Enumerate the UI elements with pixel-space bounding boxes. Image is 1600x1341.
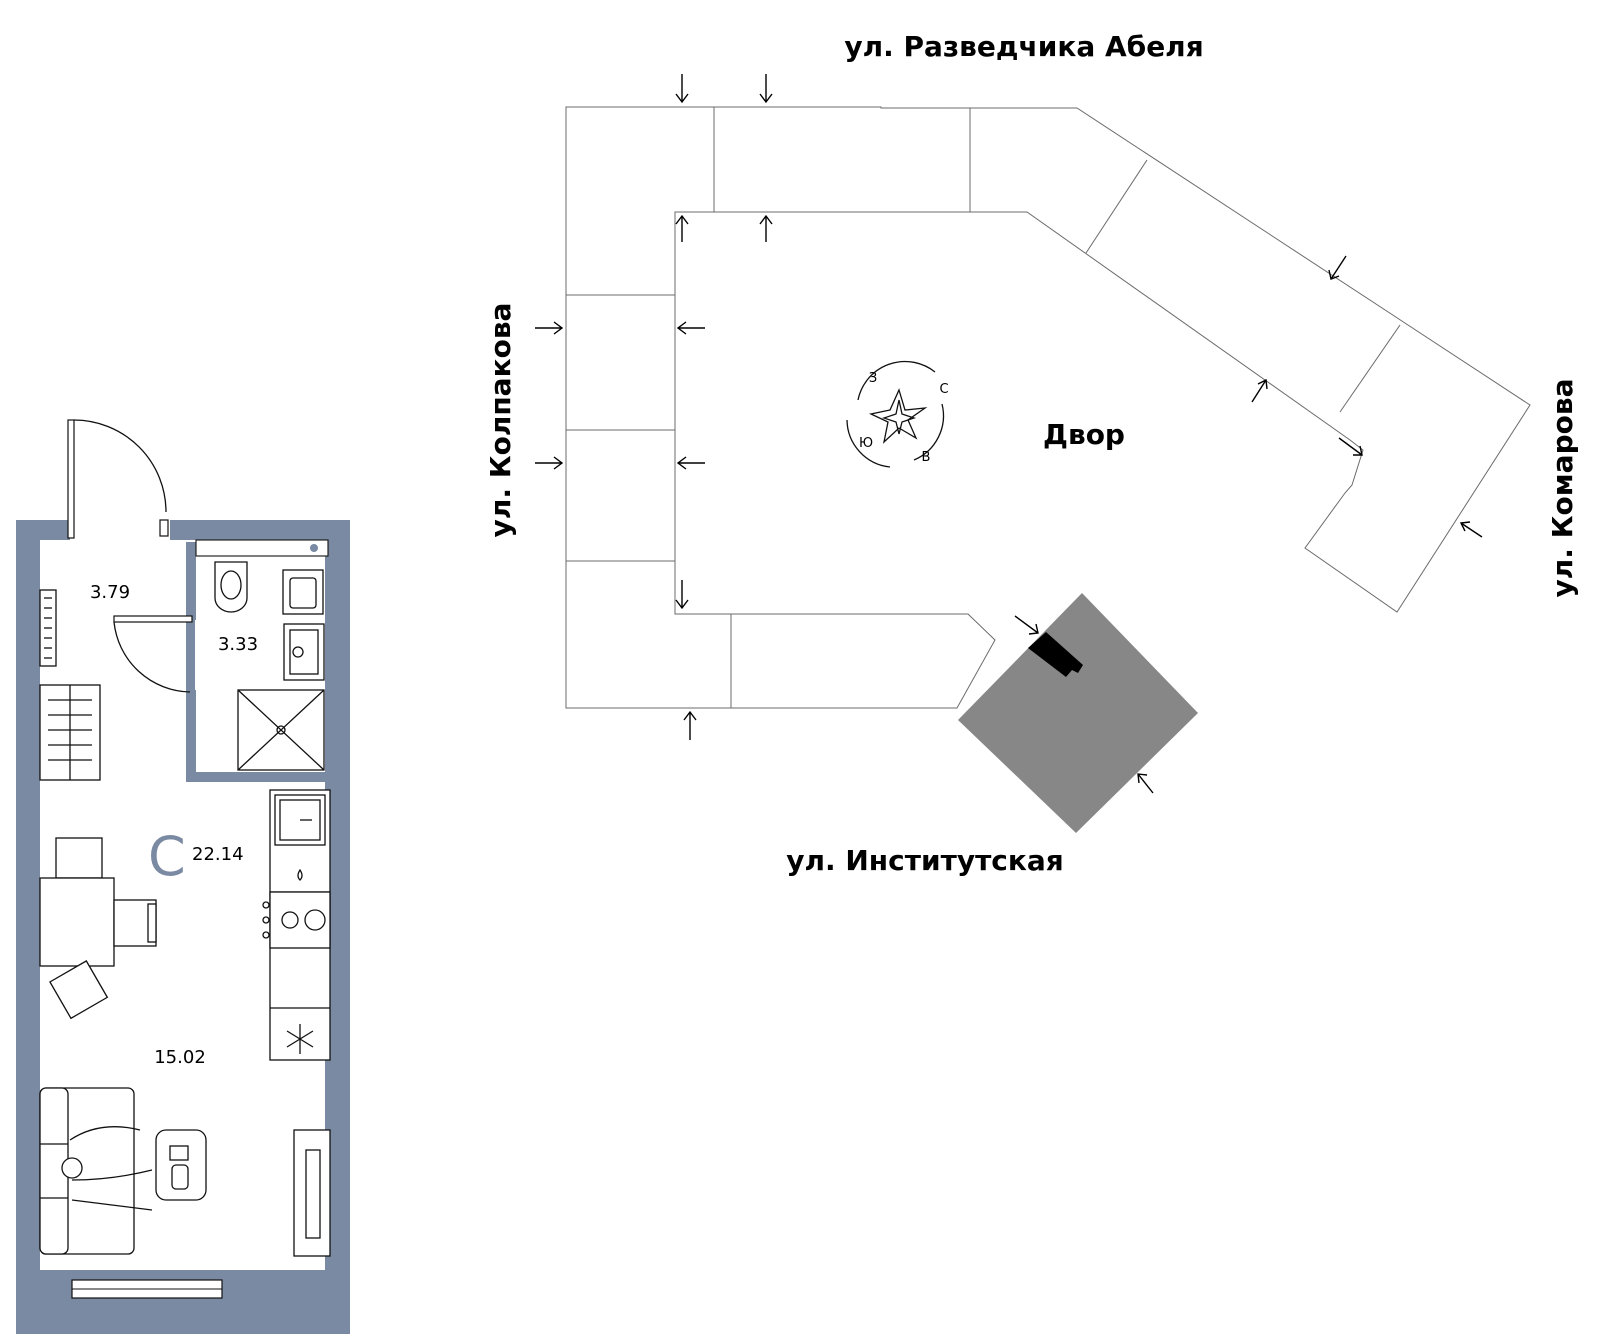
apartment-type-letter: С: [148, 825, 186, 888]
bathroom-area: 3.33: [218, 634, 258, 655]
room-area: 15.02: [154, 1047, 206, 1068]
street-east-label: ул. Комарова: [1546, 379, 1579, 598]
compass-west: З: [869, 371, 877, 386]
compass-south: Ю: [859, 436, 873, 451]
compass-east: В: [922, 450, 931, 465]
building-outline: [565, 106, 1531, 709]
street-north-label: ул. Разведчика Абеля: [844, 30, 1203, 63]
selected-section: [958, 593, 1198, 833]
entrance-arrows: [535, 74, 1483, 794]
selected-entrance-marker: [1028, 632, 1083, 677]
kitchen-unit: [262, 789, 331, 1061]
tv-stand: [293, 1129, 331, 1257]
compass-north: С: [939, 382, 948, 397]
bathroom-door: [113, 615, 193, 693]
sofa: [39, 1087, 153, 1255]
partition-wall-lower: [186, 690, 196, 782]
wardrobe: [39, 684, 101, 781]
washbasin: [283, 623, 325, 681]
courtyard-label: Двор: [1043, 418, 1125, 451]
entrance-door: [67, 419, 169, 539]
stove: [269, 891, 331, 949]
toilet: [214, 561, 248, 613]
bathroom-fixtures: [195, 539, 329, 771]
hallway-area: 3.79: [90, 582, 130, 603]
snowflake-icon: [286, 1024, 314, 1054]
partition-wall: [186, 542, 196, 620]
radiator: [39, 589, 57, 667]
dining-table: [39, 837, 157, 1020]
compass-icon: [846, 360, 945, 468]
apartment-plan: [16, 419, 350, 1334]
street-south-label: ул. Институтская: [786, 844, 1064, 877]
total-area: 22.14: [192, 844, 244, 865]
coffee-table: [155, 1129, 207, 1201]
street-west-label: ул. Колпакова: [484, 303, 517, 538]
